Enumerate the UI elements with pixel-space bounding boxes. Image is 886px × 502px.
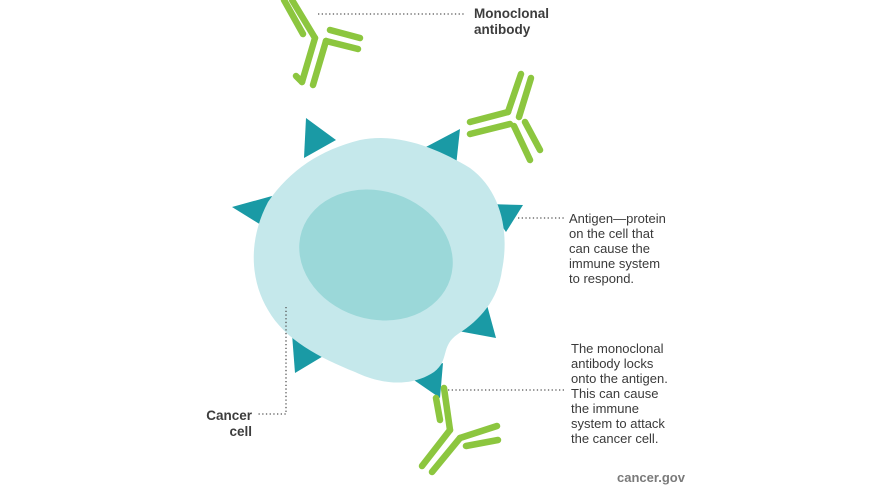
antibody-locks-label: The monoclonal antibody locks onto the a… (571, 341, 668, 446)
antibody-bottom-attached (418, 384, 502, 476)
nucleus (299, 189, 453, 321)
antibody-upper-right (466, 70, 544, 164)
antigen-lower-right (458, 305, 496, 338)
antibody-top (280, 0, 364, 89)
cancer-cell-label: Cancer cell (206, 408, 252, 439)
antigen-top-right (424, 129, 460, 166)
monoclonal-antibody-label: Monoclonal antibody (474, 6, 549, 37)
antigen-top (304, 118, 336, 158)
source-credit: cancer.gov (617, 470, 685, 485)
antigen-label: Antigen—protein on the cell that can cau… (569, 211, 666, 286)
antigens (232, 118, 523, 398)
leader-lines (258, 13, 566, 415)
